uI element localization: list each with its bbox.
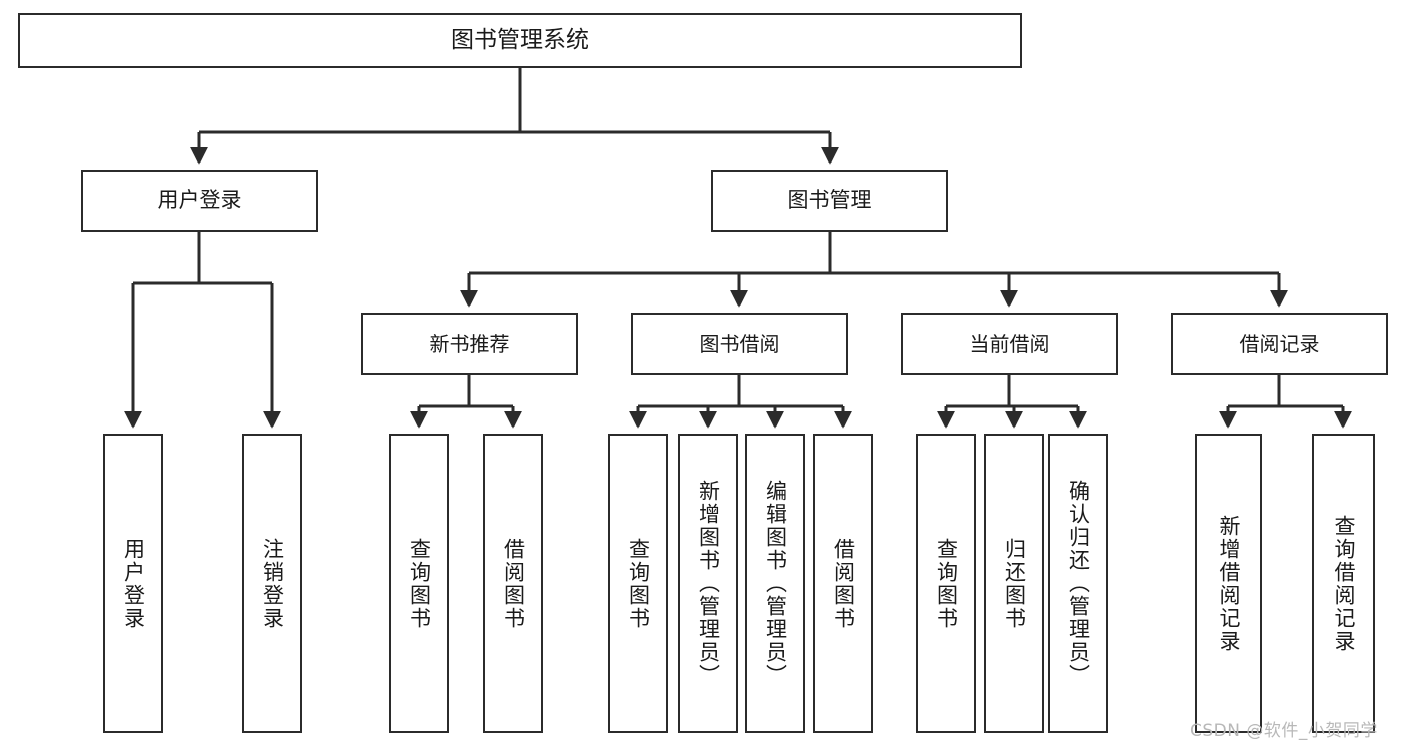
- csdn-watermark: CSDN @软件_小贺同学: [1190, 721, 1378, 741]
- leaf-return-book-label: 归还图书: [1002, 537, 1027, 630]
- leaf-query-book-3-label: 查询图书: [934, 537, 959, 630]
- leaf-add-book[interactable]: 新增图书（管理员）: [678, 434, 738, 733]
- node-borrow-record-label: 借阅记录: [1239, 331, 1320, 356]
- leaf-query-book-1-label: 查询图书: [407, 537, 432, 630]
- leaf-query-book-1[interactable]: 查询图书: [389, 434, 449, 733]
- leaf-edit-book[interactable]: 编辑图书（管理员）: [745, 434, 805, 733]
- leaf-confirm-return-label: 确认归还（管理员）: [1066, 480, 1091, 687]
- leaf-query-record-label: 查询借阅记录: [1332, 514, 1356, 653]
- leaf-borrow-book-1[interactable]: 借阅图书: [483, 434, 543, 733]
- node-root[interactable]: 图书管理系统: [18, 13, 1022, 68]
- leaf-query-book-2[interactable]: 查询图书: [608, 434, 668, 733]
- node-new-book-rec-label: 新书推荐: [429, 331, 510, 356]
- node-current-borrow[interactable]: 当前借阅: [901, 313, 1118, 375]
- leaf-confirm-return[interactable]: 确认归还（管理员）: [1048, 434, 1108, 733]
- leaf-query-book-3[interactable]: 查询图书: [916, 434, 976, 733]
- node-new-book-rec[interactable]: 新书推荐: [361, 313, 578, 375]
- leaf-add-book-label: 新增图书（管理员）: [696, 480, 721, 687]
- leaf-query-book-2-label: 查询图书: [626, 537, 651, 630]
- node-book-borrow[interactable]: 图书借阅: [631, 313, 848, 375]
- node-current-borrow-label: 当前借阅: [969, 331, 1050, 356]
- leaf-return-book[interactable]: 归还图书: [984, 434, 1044, 733]
- leaf-borrow-book-2-label: 借阅图书: [831, 537, 856, 630]
- node-book-manage[interactable]: 图书管理: [711, 170, 948, 232]
- leaf-borrow-book-1-label: 借阅图书: [501, 537, 526, 630]
- leaf-add-record-label: 新增借阅记录: [1217, 514, 1241, 653]
- node-borrow-record[interactable]: 借阅记录: [1171, 313, 1388, 375]
- leaf-logout-label: 注销登录: [260, 537, 285, 630]
- node-book-borrow-label: 图书借阅: [699, 331, 780, 356]
- leaf-edit-book-label: 编辑图书（管理员）: [763, 480, 788, 687]
- leaf-borrow-book-2[interactable]: 借阅图书: [813, 434, 873, 733]
- leaf-user-login-label: 用户登录: [121, 537, 146, 630]
- node-root-label: 图书管理系统: [451, 27, 589, 54]
- node-book-manage-label: 图书管理: [787, 188, 872, 213]
- leaf-query-record[interactable]: 查询借阅记录: [1312, 434, 1375, 733]
- leaf-user-login[interactable]: 用户登录: [103, 434, 163, 733]
- leaf-add-record[interactable]: 新增借阅记录: [1195, 434, 1262, 733]
- node-user-login[interactable]: 用户登录: [81, 170, 318, 232]
- node-user-login-label: 用户登录: [157, 188, 242, 213]
- leaf-logout[interactable]: 注销登录: [242, 434, 302, 733]
